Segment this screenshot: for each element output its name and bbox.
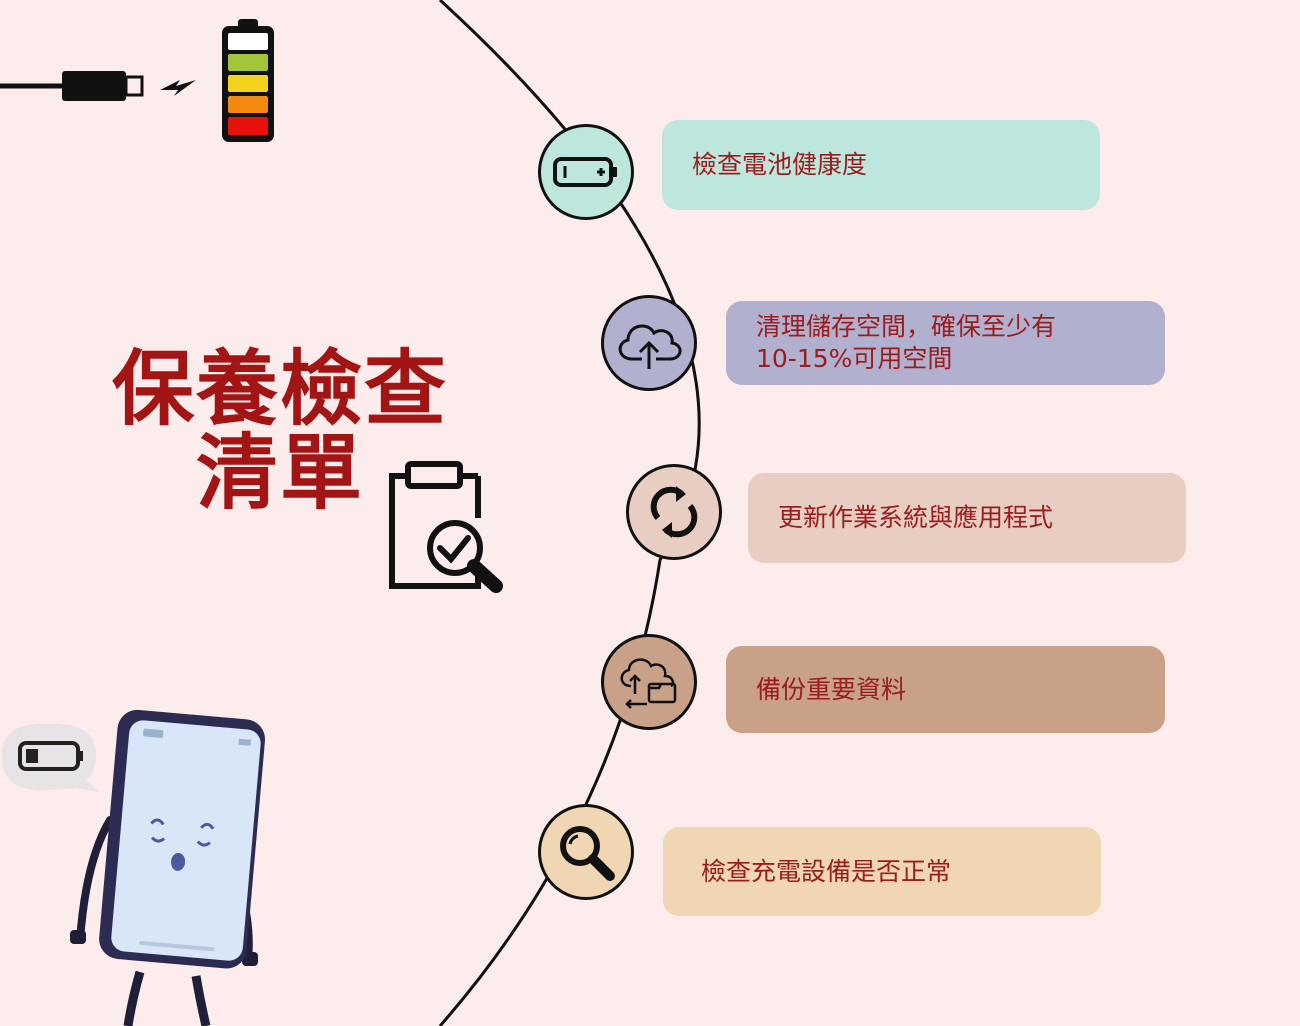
node-storage xyxy=(601,295,697,391)
checklist-card-storage: 清理儲存空間，確保至少有 10-15%可用空間 xyxy=(726,301,1165,385)
cloud-backup-icon xyxy=(620,658,677,709)
checklist-card-label: 備份重要資料 xyxy=(756,674,907,704)
checklist-card-battery: 檢查電池健康度 xyxy=(662,120,1100,210)
refresh-icon xyxy=(650,486,698,538)
checklist-card-update: 更新作業系統與應用程式 xyxy=(748,473,1186,563)
page-title: 保養檢查 清單 xyxy=(100,348,460,516)
phone-body xyxy=(99,709,266,969)
checklist-card-label: 檢查充電設備是否正常 xyxy=(701,856,952,886)
checklist-card-charger: 檢查充電設備是否正常 xyxy=(663,827,1101,916)
checklist-card-label: 更新作業系統與應用程式 xyxy=(778,503,1054,532)
node-update xyxy=(626,464,722,560)
checklist-card-backup: 備份重要資料 xyxy=(726,646,1165,733)
battery-level-icon xyxy=(222,19,274,142)
cloud-upload-icon xyxy=(618,324,682,369)
node-backup xyxy=(601,634,697,730)
node-battery xyxy=(538,124,634,220)
lightning-icon xyxy=(160,80,196,96)
phone-character-illustration xyxy=(2,709,266,1026)
node-charger-check xyxy=(538,804,634,900)
page-title-line1: 保養檢查 xyxy=(111,342,448,437)
battery-icon xyxy=(553,157,617,187)
speech-bubble-low-battery xyxy=(2,724,100,792)
checklist-card-label: 清理儲存空間，確保至少有 10-15%可用空間 xyxy=(756,312,1057,373)
clipboard-check-icon xyxy=(389,461,503,593)
magnifier-icon xyxy=(560,826,615,881)
charging-cable-icon xyxy=(0,71,144,101)
checklist-card-label: 檢查電池健康度 xyxy=(692,150,868,179)
page-title-line2: 清單 xyxy=(195,426,364,521)
charger-illustration xyxy=(0,19,274,142)
